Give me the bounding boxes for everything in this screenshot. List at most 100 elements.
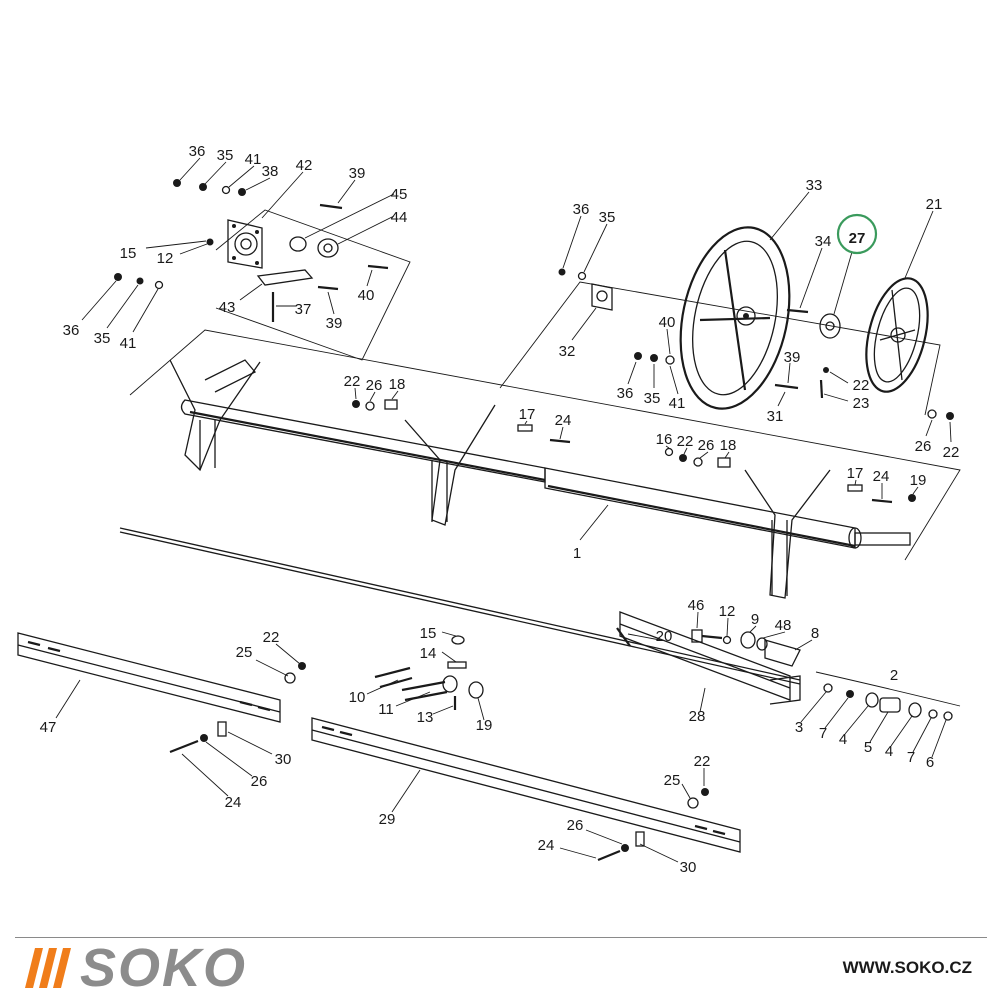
callout-36: 36	[573, 201, 590, 218]
parts-diagram: 3635413842394544151240433739363541363533…	[17, 143, 961, 876]
callout-24: 24	[225, 794, 242, 811]
callout-22: 22	[677, 433, 694, 450]
bearing-subassembly-left	[81, 157, 411, 361]
highlight-ring	[836, 213, 878, 255]
callout-22: 22	[344, 373, 361, 390]
callout-13: 13	[417, 709, 434, 726]
callout-23: 23	[853, 395, 870, 412]
callout-43: 43	[219, 299, 236, 316]
callout-39: 39	[349, 165, 366, 182]
callout-26: 26	[366, 377, 383, 394]
callout-11: 11	[378, 701, 394, 718]
callout-2: 2	[890, 667, 898, 684]
callout-24: 24	[555, 412, 572, 429]
callout-36: 36	[63, 322, 80, 339]
pulley-wheel	[865, 277, 929, 393]
callout-17: 17	[519, 406, 536, 423]
callout-18: 18	[720, 437, 737, 454]
callout-7: 7	[907, 749, 915, 766]
callout-26: 26	[698, 437, 715, 454]
reel-frame	[119, 329, 961, 685]
callout-40: 40	[659, 314, 676, 331]
callout-1: 1	[573, 545, 581, 562]
callout-37: 37	[295, 301, 312, 318]
callout-17: 17	[847, 465, 864, 482]
callout-24: 24	[873, 468, 890, 485]
wheel-assembly	[499, 191, 954, 443]
callout-40: 40	[358, 287, 375, 304]
callout-18: 18	[389, 376, 406, 393]
bracket-47	[17, 632, 281, 723]
callout-22: 22	[694, 753, 711, 770]
callout-47: 47	[40, 719, 57, 736]
callout-31: 31	[767, 408, 784, 425]
callout-12: 12	[719, 603, 736, 620]
callout-3: 3	[795, 719, 803, 736]
callout-32: 32	[559, 343, 576, 360]
callout-46: 46	[688, 597, 705, 614]
callout-4: 4	[839, 731, 847, 748]
callout-41: 41	[120, 335, 137, 352]
callout-5: 5	[864, 739, 872, 756]
soko-logo: SOKO	[25, 938, 248, 998]
beam-28	[619, 611, 801, 705]
callout-35: 35	[217, 147, 234, 164]
bracket-29	[311, 717, 741, 853]
frame-bracket	[404, 404, 496, 526]
callout-19: 19	[476, 717, 493, 734]
callout-25: 25	[664, 772, 681, 789]
callout-27: 27	[849, 230, 866, 247]
callout-10: 10	[349, 689, 366, 706]
callout-20: 20	[656, 628, 673, 645]
callout-41: 41	[245, 151, 262, 168]
callout-4: 4	[885, 743, 893, 760]
mounting-assembly	[17, 611, 961, 863]
website-url: WWW.SOKO.CZ	[842, 958, 972, 977]
callout-38: 38	[262, 163, 279, 180]
callout-15: 15	[120, 245, 137, 262]
callout-26: 26	[251, 773, 268, 790]
callout-39: 39	[784, 349, 801, 366]
callout-41: 41	[669, 395, 686, 412]
footer-divider	[15, 937, 987, 938]
callout-29: 29	[379, 811, 396, 828]
callout-22: 22	[263, 629, 280, 646]
callout-36: 36	[617, 385, 634, 402]
callout-6: 6	[926, 754, 934, 771]
callout-33: 33	[806, 177, 823, 194]
callout-28: 28	[689, 708, 706, 725]
callout-15: 15	[420, 625, 437, 642]
callout-9: 9	[751, 611, 759, 628]
callout-48: 48	[775, 617, 792, 634]
callout-45: 45	[391, 186, 408, 203]
callout-14: 14	[420, 645, 437, 662]
callout-26: 26	[915, 438, 932, 455]
callout-21: 21	[926, 196, 943, 213]
callout-30: 30	[275, 751, 292, 768]
callout-22: 22	[853, 377, 870, 394]
large-wheel	[679, 226, 791, 410]
callout-35: 35	[644, 390, 661, 407]
logo-mark-icon	[25, 948, 71, 988]
callout-24: 24	[538, 837, 555, 854]
callout-19: 19	[910, 472, 927, 489]
callout-8: 8	[811, 625, 819, 642]
callout-39: 39	[326, 315, 343, 332]
callout-26: 26	[567, 817, 584, 834]
callout-12: 12	[157, 250, 174, 267]
callout-36: 36	[189, 143, 206, 160]
frame-bracket	[169, 359, 261, 472]
callout-35: 35	[599, 209, 616, 226]
callout-42: 42	[296, 157, 313, 174]
callout-16: 16	[656, 431, 673, 448]
callout-22: 22	[943, 444, 960, 461]
callout-34: 34	[815, 233, 832, 250]
callout-30: 30	[680, 859, 697, 876]
frame-bracket	[744, 469, 831, 599]
callout-35: 35	[94, 330, 111, 347]
callout-7: 7	[819, 725, 827, 742]
callout-25: 25	[236, 644, 253, 661]
callout-44: 44	[391, 209, 408, 226]
logo-wordmark: SOKO	[80, 938, 248, 998]
